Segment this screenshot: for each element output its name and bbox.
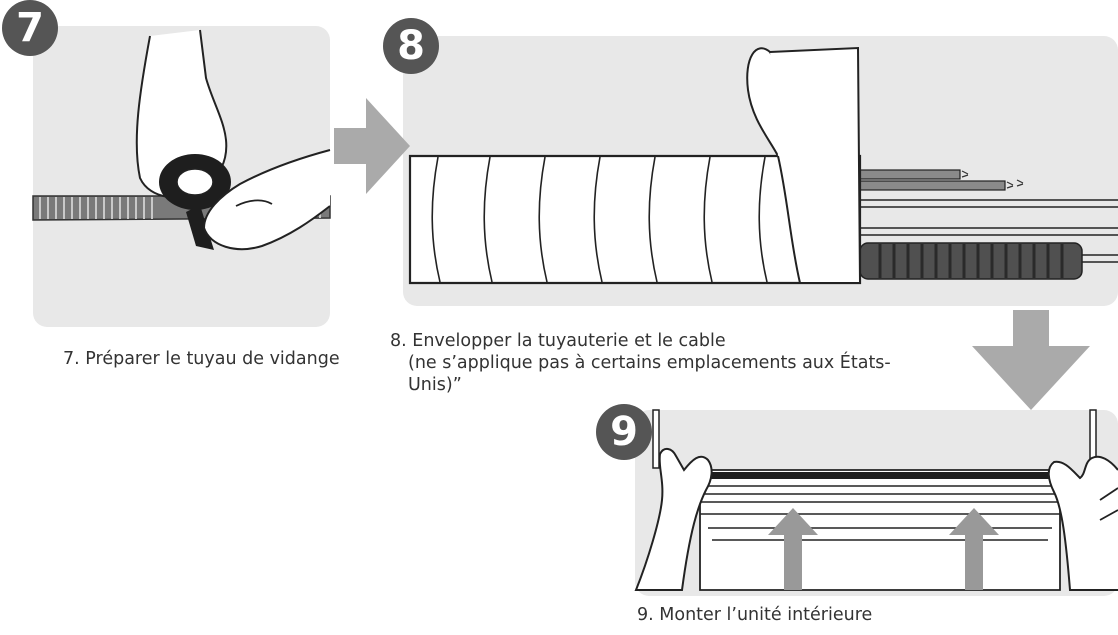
up-arrow-icon xyxy=(768,508,818,590)
step-9-badge: 9 xyxy=(596,404,652,460)
step-7-badge: 7 xyxy=(2,0,58,56)
caption-line: (ne s’applique pas à certains emplacemen… xyxy=(408,353,891,373)
right-arrow-icon xyxy=(334,98,410,194)
up-arrow-icon xyxy=(949,508,999,590)
step-8-badge: 8 xyxy=(383,18,439,74)
step-7-illustration xyxy=(32,29,331,251)
step-8-illustration xyxy=(408,46,1118,285)
caption-line: 7. Préparer le tuyau de vidange xyxy=(63,349,340,369)
caption-line: Unis)” xyxy=(408,375,462,395)
caption-line: 8. Envelopper la tuyauterie et le cable xyxy=(390,331,726,351)
caption-line: 9. Monter l’unité intérieure xyxy=(637,605,873,625)
step-7-caption: 7. Préparer le tuyau de vidange xyxy=(63,348,340,370)
step-9-illustration xyxy=(634,409,1118,591)
step-9-caption: 9. Monter l’unité intérieure xyxy=(637,604,872,626)
down-arrow-icon xyxy=(972,310,1090,410)
step-8-caption: 8. Envelopper la tuyauterie et le cable … xyxy=(390,330,891,396)
